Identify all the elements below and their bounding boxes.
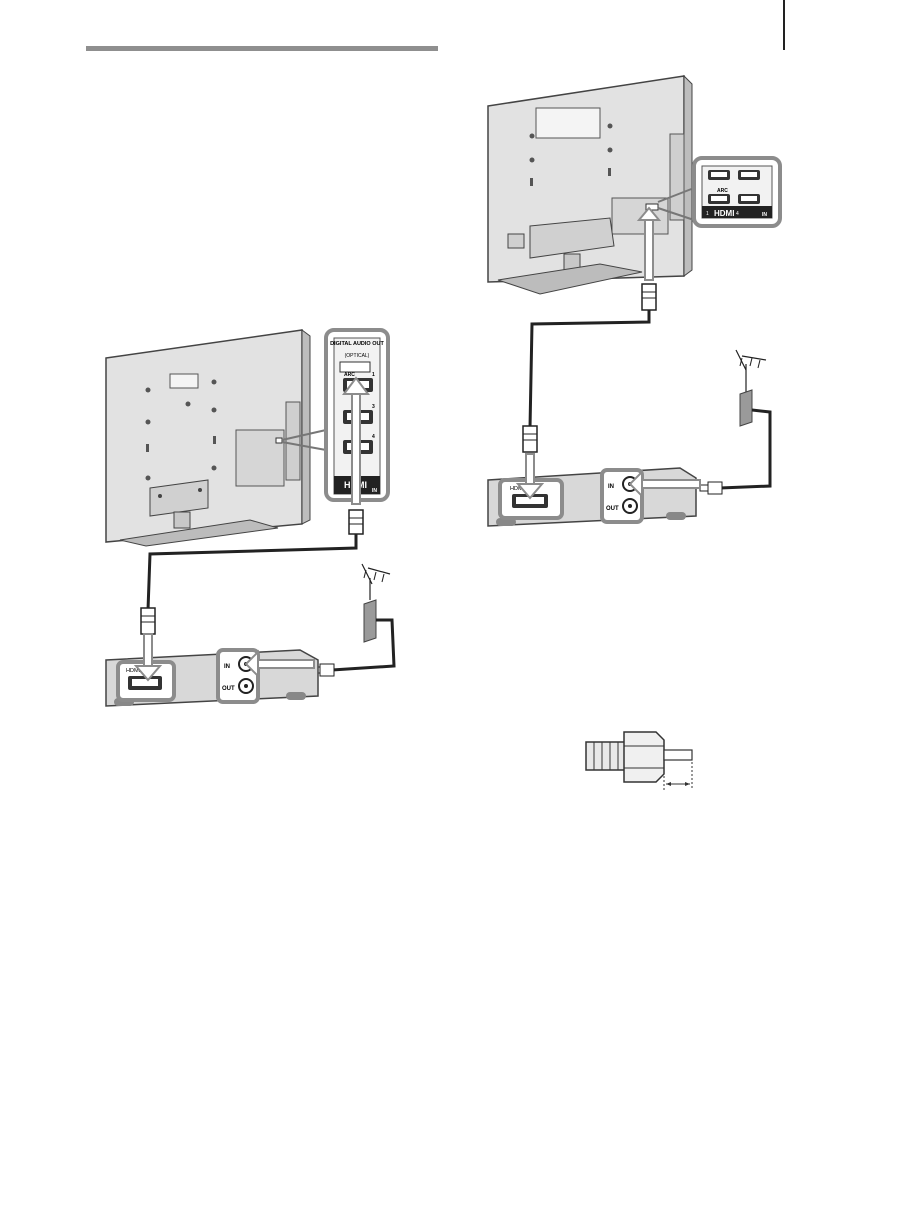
coax-plug-icon xyxy=(700,482,722,494)
hdmi-plug-icon xyxy=(642,284,656,310)
section-header-rule xyxy=(86,46,438,51)
arc-label: ARC xyxy=(344,372,355,378)
box-in-label: IN xyxy=(608,484,614,490)
port-4-number: 4 xyxy=(736,211,739,217)
hdmi-in-label: IN xyxy=(762,212,767,218)
figure-right-connection-diagram: ARC 1 4 HDMI IN xyxy=(480,70,790,540)
box-out-label: OUT xyxy=(606,506,619,512)
hdmi-logo-text: HDMI xyxy=(714,209,734,218)
box-in-label: IN xyxy=(224,664,230,670)
digital-audio-out-label: DIGITAL AUDIO OUT xyxy=(330,341,384,347)
port-3-number: 3 xyxy=(372,404,375,410)
wall-outlet-icon xyxy=(364,600,376,642)
hdmi-plug-icon-box-side xyxy=(141,608,155,634)
hdmi-plug-icon-box-side xyxy=(523,426,537,452)
tv-back-panel xyxy=(106,330,310,546)
hdmi-port-panel-callout: ARC 1 4 HDMI IN xyxy=(694,158,780,226)
box-out-label: OUT xyxy=(222,686,235,692)
set-top-box: HDMI OUT IN OUT xyxy=(488,454,700,526)
optical-label: (OPTICAL) xyxy=(345,353,370,359)
set-top-box: HDMI OUT IN OUT xyxy=(106,634,318,706)
figure-left-connection-diagram: DIGITAL AUDIO OUT (OPTICAL) ARC 1 3 4 HD… xyxy=(100,320,410,720)
f-type-connector-icon xyxy=(580,722,700,794)
tv-back-panel xyxy=(488,76,692,294)
crop-mark-vertical xyxy=(783,0,785,50)
hdmi-in-label: IN xyxy=(372,488,377,494)
arc-label: ARC xyxy=(717,188,728,194)
port-1-number: 1 xyxy=(706,211,709,217)
antenna-icon xyxy=(736,350,766,394)
antenna-icon xyxy=(362,564,390,600)
wall-outlet-icon xyxy=(740,390,752,426)
port-1-number: 1 xyxy=(372,372,375,378)
hdmi-plug-icon xyxy=(349,510,363,534)
port-4-number: 4 xyxy=(372,434,375,440)
